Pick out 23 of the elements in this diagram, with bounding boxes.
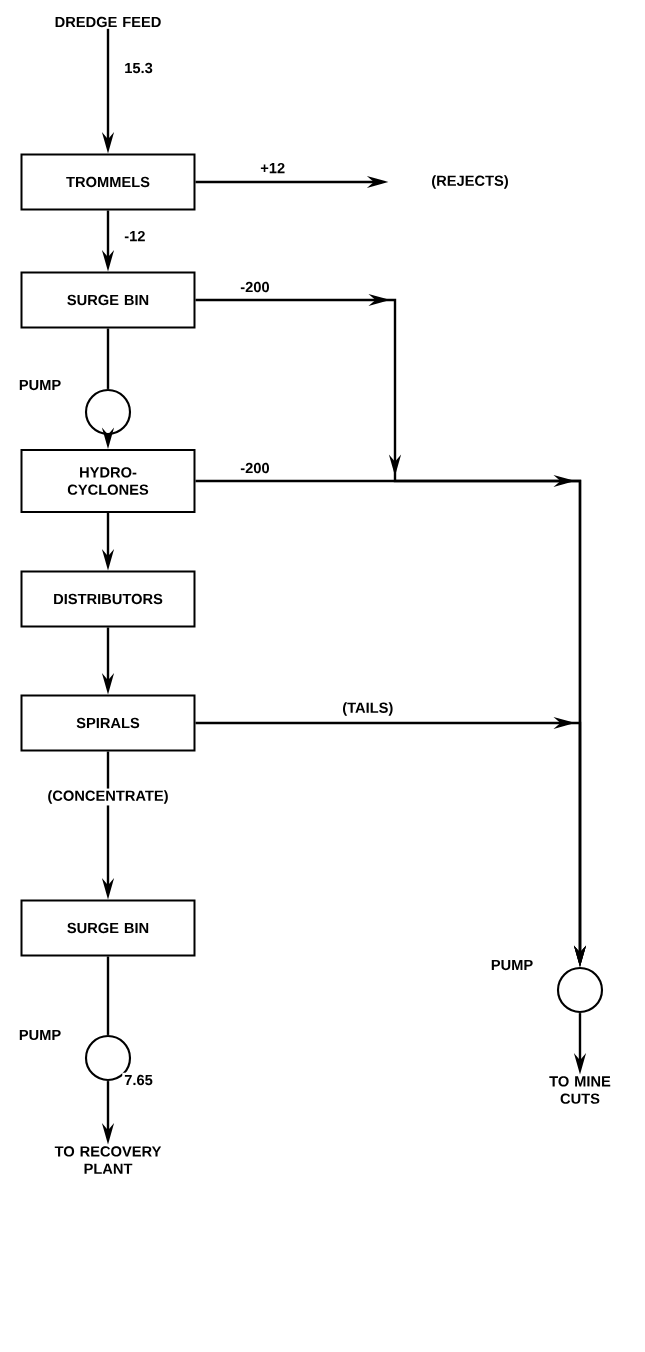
process-box: SURGE BIN	[20, 271, 196, 329]
edge-label: -200	[238, 279, 272, 295]
stream-label: DREDGE FEED	[55, 16, 161, 28]
side-label: PUMP	[491, 959, 533, 971]
pump-circle	[556, 966, 604, 1014]
side-label: PUMP	[19, 1029, 61, 1041]
process-box: HYDRO- CYCLONES	[20, 449, 196, 513]
process-box: SPIRALS	[20, 694, 196, 752]
edge-label: 7.65	[122, 1072, 155, 1088]
edge-label: +12	[258, 160, 288, 176]
stream-label: TO RECOVERY PLANT	[54, 1146, 162, 1174]
edge-label: (TAILS)	[340, 700, 396, 718]
stream-label: (CONCENTRATE)	[48, 790, 168, 804]
edge-label: 15.3	[122, 60, 155, 76]
process-box: SURGE BIN	[20, 899, 196, 957]
pump-circle	[84, 388, 132, 436]
process-box: DISTRIBUTORS	[20, 570, 196, 628]
side-label: PUMP	[19, 379, 61, 391]
edge-label: -200	[238, 460, 272, 476]
edge-label: -12	[122, 228, 148, 244]
stream-label: TO MINE CUTS	[549, 1076, 611, 1104]
stream-label: (REJECTS)	[432, 175, 508, 189]
process-box: TROMMELS	[20, 153, 196, 211]
